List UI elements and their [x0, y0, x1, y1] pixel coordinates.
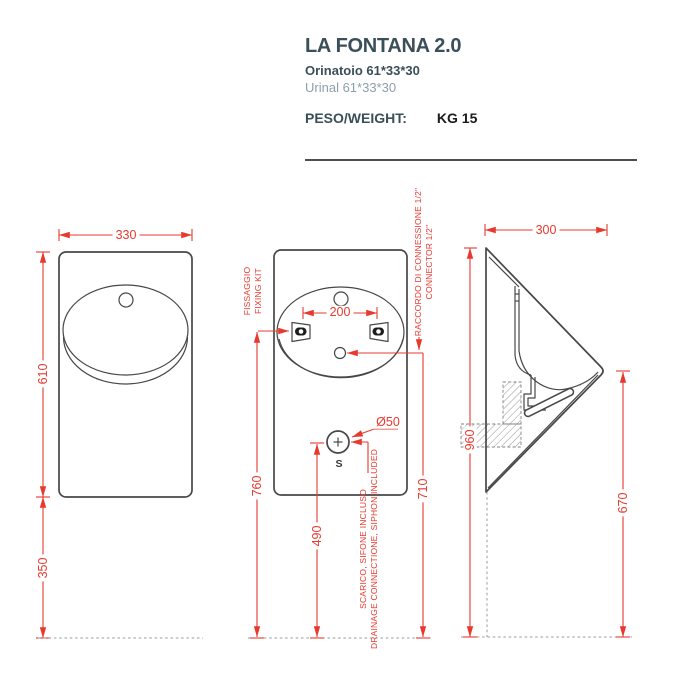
front-height-dim: 610 [36, 360, 50, 388]
connector-note: RACCORDO DI CONNESSIONE 1/2" CONNECTOR 1… [413, 188, 435, 336]
fixing-bracket-right [369, 321, 389, 343]
product-subtitle-italian: Orinatoio 61*33*30 [305, 63, 420, 78]
product-title: LA FONTANA 2.0 [305, 35, 462, 57]
connector-note-english: CONNECTOR 1/2" [424, 224, 434, 300]
side-view-drawing [460, 224, 632, 638]
side-depth-dim: 300 [532, 224, 560, 237]
drain-note-english: DRAINAGE CONNECTIONE, SIPHON INCLUDED [369, 448, 379, 650]
rear-connector-height-dim: 710 [416, 475, 430, 503]
header-divider [305, 159, 637, 161]
drain-diameter-dim: Ø50 [373, 416, 403, 429]
fixing-kit-note: FISSAGGIO FIXING KIT [242, 267, 264, 316]
fixing-kit-note-english: FIXING KIT [253, 268, 263, 314]
drain-note: SCARICO, SIFONE INCLUSO DRAINAGE CONNECT… [358, 449, 380, 649]
front-base-height-dim: 350 [36, 554, 50, 582]
drain-mark-label: S [335, 457, 343, 470]
side-rim-height-dim: 670 [616, 489, 630, 517]
fixing-kit-note-italian: FISSAGGIO [241, 266, 252, 316]
rear-drain-height-dim: 490 [310, 522, 324, 550]
product-subtitle-english: Urinal 61*33*30 [305, 80, 397, 95]
side-total-height-dim: 960 [463, 426, 477, 454]
drain-note-italian: SCARICO, SIFONE INCLUSO [357, 489, 368, 609]
rear-view-drawing [248, 249, 432, 639]
front-width-dim: 330 [112, 229, 140, 242]
weight-label: PESO/WEIGHT: [305, 110, 407, 126]
weight-row: PESO/WEIGHT: KG 15 [305, 110, 645, 126]
product-header: LA FONTANA 2.0 Orinatoio 61*33*30 Urinal… [305, 35, 645, 127]
rear-fixing-distance-dim: 200 [326, 306, 354, 319]
rear-fixing-height-dim: 760 [250, 472, 264, 500]
connector-note-italian: RACCORDO DI CONNESSIONE 1/2" [412, 187, 423, 337]
front-view-drawing [36, 229, 203, 639]
weight-value: KG 15 [436, 110, 478, 126]
fixing-bracket-left [291, 321, 311, 343]
